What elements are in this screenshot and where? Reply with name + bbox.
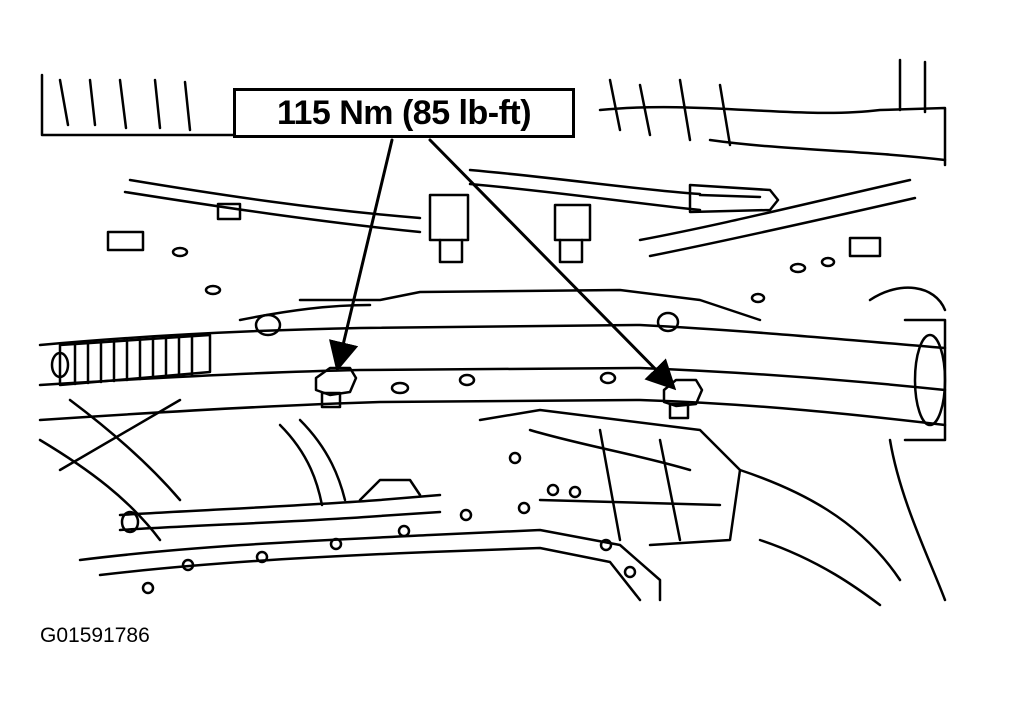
left-mount-nut [314,366,358,409]
oil-pan-assembly [78,408,742,602]
right-suspension [868,286,947,602]
right-mount-nut [662,378,704,420]
callout-arrows [328,138,677,391]
upper-mount-bolts [428,193,592,264]
steering-rack-boot [50,333,212,387]
lower-structure [278,418,902,607]
figure-id: G01591786 [40,624,150,647]
torque-callout-label: 115 Nm (85 lb-ft) [233,88,575,138]
oil-pan-bolts [141,451,637,595]
front-crossmember [38,288,947,427]
panel-holes [106,202,882,304]
left-lower-arm [38,398,182,542]
frame-rails [123,168,917,258]
